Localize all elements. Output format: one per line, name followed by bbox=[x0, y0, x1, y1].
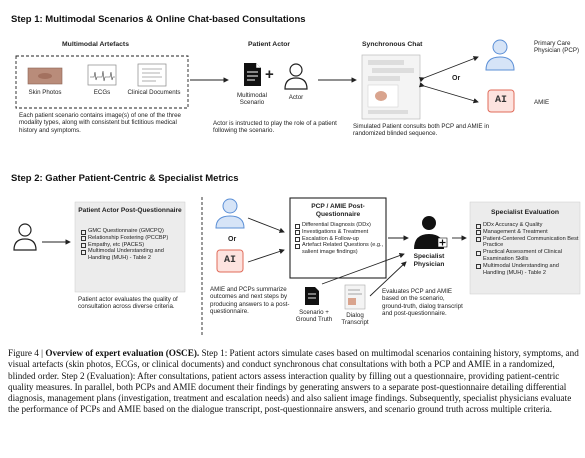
amie-badge-text: AI bbox=[494, 95, 507, 106]
specialist-description: Evaluates PCP and AMIE based on the scen… bbox=[382, 288, 463, 318]
patient-pq-item: Empathy, etc (PACES) bbox=[81, 242, 183, 249]
pcp-person-icon bbox=[485, 39, 515, 71]
skin-photo-icon bbox=[27, 67, 63, 85]
patient-actor-person-icon bbox=[13, 223, 37, 251]
specialist-evaluation-item: DDx Accuracy & Quality bbox=[476, 222, 580, 229]
specialist-evaluation-title: Specialist Evaluation bbox=[491, 209, 559, 216]
patient-actor-heading: Patient Actor bbox=[248, 41, 291, 48]
specialist-evaluation-item: Management & Treatment bbox=[476, 229, 580, 236]
pcp-amie-pq-item: Artefact Related Questions (e.g., salien… bbox=[295, 242, 385, 256]
specialist-evaluation-item: Multimodal Understanding and Handling (M… bbox=[476, 263, 580, 277]
actor-person-icon bbox=[284, 63, 308, 90]
patient-pq-title: Patient Actor Post-Questionnaire bbox=[78, 207, 182, 214]
chat-description: Simulated Patient consults both PCP and … bbox=[353, 123, 490, 138]
step1-title: Step 1: Multimodal Scenarios & Online Ch… bbox=[11, 14, 306, 25]
actor-description: Actor is instructed to play the role of … bbox=[213, 120, 337, 135]
plus-sign: + bbox=[265, 66, 274, 83]
pcp-amie-pq-list: Differential Diagnosis (DDx) Investigati… bbox=[295, 222, 385, 256]
patient-pq-item: Multimodal Understanding and Handling (M… bbox=[81, 248, 183, 262]
amie-label: AMIE bbox=[534, 99, 550, 106]
artefacts-description: Each patient scenario contains image(s) … bbox=[19, 112, 182, 134]
patient-pq-description: Patient actor evaluates the quality of c… bbox=[78, 296, 178, 311]
specialist-evaluation-list: DDx Accuracy & Quality Management & Trea… bbox=[476, 222, 580, 276]
scenario-ground-truth-icon bbox=[305, 287, 319, 305]
clinical-document-icon bbox=[137, 63, 167, 87]
amie-ai-badge-step2 bbox=[216, 249, 244, 273]
step2-title: Step 2: Gather Patient-Centric & Special… bbox=[11, 173, 239, 184]
specialist-evaluation-item: Practical Assessment of Clinical Examina… bbox=[476, 249, 580, 263]
pcp-person-icon-step2 bbox=[215, 198, 245, 229]
dialog-transcript-label: Dialog Transcript bbox=[341, 312, 369, 327]
chat-window-illustration bbox=[361, 54, 421, 120]
patient-post-questionnaire-box bbox=[74, 201, 186, 293]
caption-bold-title: Overview of expert evaluation (OSCE). bbox=[45, 348, 200, 358]
multimodal-artefacts-heading: Multimodal Artefacts bbox=[62, 41, 129, 48]
amie-ai-badge bbox=[487, 89, 515, 113]
specialist-physician-label: Specialist Physician bbox=[413, 253, 445, 268]
or-label-step2: Or bbox=[228, 236, 237, 243]
scenario-ground-truth-label: Scenario + Ground Truth bbox=[295, 309, 333, 324]
specialist-evaluation-item: Patient-Centered Communication Best Prac… bbox=[476, 236, 580, 250]
or-label-step1: Or bbox=[452, 75, 461, 82]
artefact-label-documents: Clinical Documents bbox=[127, 89, 181, 96]
ecg-icon bbox=[87, 64, 117, 86]
pcp-label: Primary Care Physician (PCP) bbox=[534, 40, 580, 55]
caption-figure-number: Figure 4 | bbox=[8, 348, 44, 358]
specialist-evaluation-box bbox=[469, 201, 581, 295]
amie-badge-text-step2: AI bbox=[223, 255, 236, 266]
pcp-amie-pq-item: Investigations & Treatment bbox=[295, 229, 385, 236]
pcp-amie-description: AMIE and PCPs summarize outcomes and nex… bbox=[210, 286, 290, 316]
pcp-amie-pq-item: Escalation & Follow-up bbox=[295, 236, 385, 243]
patient-pq-list: GMC Questionnaire (GMCPQ) Relationship F… bbox=[81, 228, 183, 262]
scenario-document-icon bbox=[244, 63, 261, 86]
synchronous-chat-heading: Synchronous Chat bbox=[362, 41, 423, 48]
patient-pq-item: Relationship Fostering (PCCBP) bbox=[81, 235, 183, 242]
figure-caption: Figure 4 | Overview of expert evaluation… bbox=[8, 348, 580, 416]
caption-body: Step 1: Patient actors simulate cases ba… bbox=[8, 348, 579, 415]
artefact-label-ecg: ECGs bbox=[93, 89, 111, 96]
multimodal-scenario-label: Multimodal Scenario bbox=[237, 92, 267, 107]
specialist-physician-icon bbox=[414, 216, 448, 249]
patient-pq-item: GMC Questionnaire (GMCPQ) bbox=[81, 228, 183, 235]
dialog-transcript-icon bbox=[344, 284, 366, 310]
pcp-amie-pq-item: Differential Diagnosis (DDx) bbox=[295, 222, 385, 229]
actor-label: Actor bbox=[288, 94, 304, 101]
artefacts-dashed-box bbox=[15, 55, 189, 109]
artefact-label-skin: Skin Photos bbox=[28, 89, 62, 96]
pcp-amie-pq-title: PCP / AMIE Post-Questionnaire bbox=[311, 203, 365, 218]
